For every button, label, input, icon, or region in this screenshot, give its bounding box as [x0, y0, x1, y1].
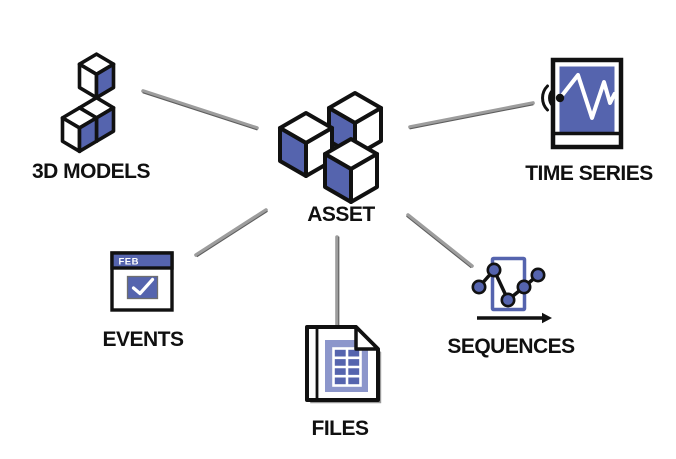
connector-asset-sequences [406, 213, 474, 269]
checkmark-icon [131, 277, 155, 296]
stacked-cubes-icon [60, 52, 116, 154]
calendar-check-icon: FEB [110, 251, 174, 312]
node-label-events: EVENTS [102, 328, 184, 351]
scatter-line-arrow-icon [471, 256, 552, 324]
table-grid-icon [332, 347, 362, 387]
node-label-files: FILES [311, 417, 369, 440]
node-label-asset: ASSET [307, 203, 375, 226]
data-points [471, 262, 546, 308]
connector-asset-events [194, 208, 268, 258]
connector-asset-files [335, 235, 340, 327]
node-label-time-series: TIME SERIES [525, 162, 653, 185]
asset-cubes-icon [278, 91, 383, 204]
connector-asset-time-series [408, 101, 535, 130]
node-label-sequences: SEQUENCES [447, 335, 575, 358]
folded-corner-icon [354, 325, 380, 351]
node-label-3d-models: 3D MODELS [31, 160, 151, 183]
connector-asset-3d-models [141, 89, 259, 131]
right-arrow-icon [477, 312, 552, 324]
waveform-tablet-icon [541, 57, 624, 150]
calendar-month-text: FEB [119, 257, 140, 268]
document-spreadsheet-icon [305, 325, 382, 404]
